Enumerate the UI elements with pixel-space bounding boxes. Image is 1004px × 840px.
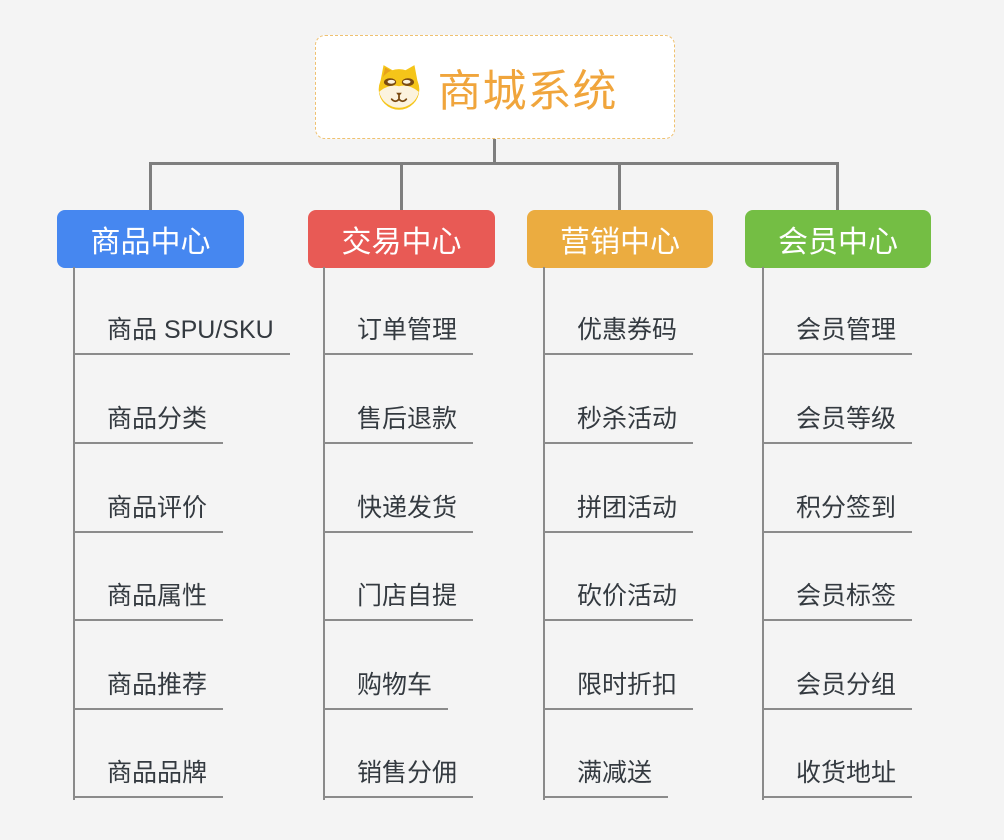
topic-item[interactable]: 购物车 bbox=[323, 668, 449, 710]
connector-drop-marketing bbox=[618, 164, 621, 211]
topic-item[interactable]: 收货地址 bbox=[762, 756, 913, 798]
topic-item[interactable]: 会员标签 bbox=[762, 579, 913, 621]
topic-item[interactable]: 满减送 bbox=[543, 756, 669, 798]
topic-item[interactable]: 商品分类 bbox=[73, 402, 224, 444]
topic-item[interactable]: 限时折扣 bbox=[543, 668, 694, 710]
topic-item[interactable]: 积分签到 bbox=[762, 491, 913, 533]
branch-trunk-member bbox=[762, 267, 764, 800]
topic-item[interactable]: 优惠券码 bbox=[543, 313, 694, 355]
branch-trunk-marketing bbox=[543, 267, 545, 800]
topic-item[interactable]: 砍价活动 bbox=[543, 579, 694, 621]
branch-node-marketing-center[interactable]: 营销中心 bbox=[527, 210, 713, 268]
connector-drop-member bbox=[836, 164, 839, 211]
topic-item[interactable]: 商品 SPU/SKU bbox=[73, 313, 290, 355]
root-node[interactable]: 商城系统 bbox=[315, 35, 675, 139]
topic-item[interactable]: 商品推荐 bbox=[73, 668, 224, 710]
topic-item[interactable]: 商品评价 bbox=[73, 491, 224, 533]
topic-item[interactable]: 商品品牌 bbox=[73, 756, 224, 798]
topic-item[interactable]: 门店自提 bbox=[323, 579, 474, 621]
branch-trunk-trade bbox=[323, 267, 325, 800]
branch-node-trade-center[interactable]: 交易中心 bbox=[308, 210, 495, 268]
connector-horizontal-bus bbox=[149, 162, 839, 165]
topic-item[interactable]: 商品属性 bbox=[73, 579, 224, 621]
branch-trunk-product bbox=[73, 267, 75, 800]
shiba-dog-icon bbox=[378, 65, 419, 110]
branch-node-product-center[interactable]: 商品中心 bbox=[57, 210, 244, 268]
topic-item[interactable]: 快递发货 bbox=[323, 491, 474, 533]
connector-drop-product bbox=[149, 164, 152, 211]
connector-drop-trade bbox=[400, 164, 403, 211]
topic-item[interactable]: 会员等级 bbox=[762, 402, 913, 444]
topic-item[interactable]: 会员分组 bbox=[762, 668, 913, 710]
branch-node-member-center[interactable]: 会员中心 bbox=[745, 210, 931, 268]
topic-item[interactable]: 拼团活动 bbox=[543, 491, 694, 533]
connector-root-drop bbox=[493, 139, 496, 163]
topic-item[interactable]: 秒杀活动 bbox=[543, 402, 694, 444]
topic-item[interactable]: 销售分佣 bbox=[323, 756, 474, 798]
root-title: 商城系统 bbox=[437, 67, 618, 116]
topic-item[interactable]: 会员管理 bbox=[762, 313, 913, 355]
topic-item[interactable]: 售后退款 bbox=[323, 402, 474, 444]
topic-item[interactable]: 订单管理 bbox=[323, 313, 474, 355]
